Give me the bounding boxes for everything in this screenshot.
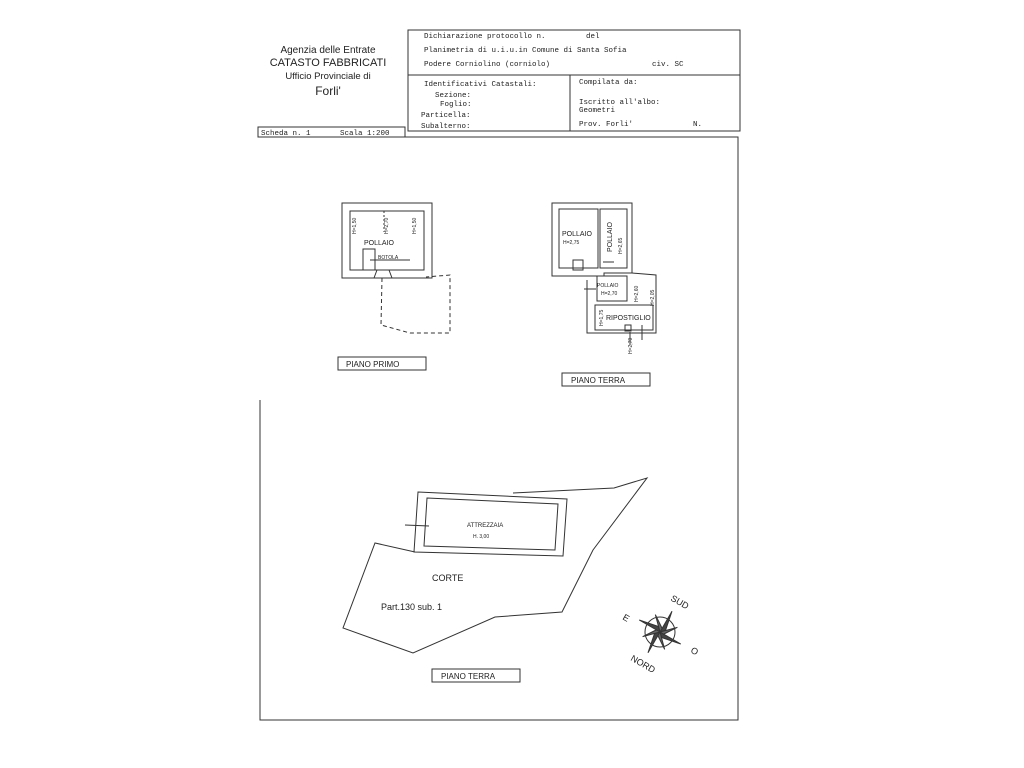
height-label: H=2,70 [601,291,617,297]
iscritto-label: Iscritto all'albo: [579,99,660,107]
piano-terra-label: PIANO TERRA [441,672,496,681]
compass-sud-label: SUD [669,593,691,611]
label-box-piano-primo [337,356,427,371]
room-label: POLLAIO [364,240,395,247]
height-label: H=1,75 [599,310,605,326]
height-label: H=2,60 [634,286,640,302]
prov-label: Prov. Forli' [579,121,633,129]
height-label: H=2,65 [618,238,624,254]
compass-o-label: O [689,645,700,657]
header-box [407,29,741,132]
city-label: Forli' [315,84,341,98]
scala-label: Scala 1:200 [340,130,390,138]
building-height-label: H. 3,00 [473,534,489,540]
office-header: Agenzia delle Entrate CATASTO FABBRICATI… [258,44,398,98]
subalterno-label: Subalterno: [421,123,471,131]
height-label: H=2,75 [563,240,579,246]
compass-e-label: E [621,612,631,624]
ufficio-label: Ufficio Provinciale di [285,71,371,82]
corte-label: CORTE [432,573,463,583]
drawing-frame [259,136,739,721]
civ-label: civ. SC [652,61,684,69]
particella-label: Part.130 sub. 1 [381,602,442,612]
n-label: N. [693,121,702,129]
piano-primo-label: PIANO PRIMO [346,360,399,369]
height-label: H=2,70 [628,338,634,354]
room-label: POLLAIO [562,231,593,238]
foglio-label: Foglio: [440,101,472,109]
scheda-label: Scheda n. 1 [261,130,311,138]
height-label: H=2,05 [650,290,656,306]
protocollo-label: Dichiarazione protocollo n. [424,33,546,41]
podere-label: Podere Corniolino (corniolo) [424,61,550,69]
compilata-label: Compilata da: [579,79,638,87]
piano-terra-label: PIANO TERRA [571,376,626,385]
building-label: ATTREZZAIA [467,523,503,529]
geometri-label: Geometri [579,107,616,115]
label-box-piano-terra-1 [561,372,651,387]
room-label: RIPOSTIGLIO [606,315,651,322]
height-label: H=1,50 [352,218,358,234]
height-label: H=2,70 [384,218,390,234]
compass-rose-icon [638,610,682,654]
planimetria-label: Planimetria di u.i.u.in Comune di Santa … [424,47,627,55]
room-label: POLLAIO [597,283,619,289]
catasto-title: CATASTO FABBRICATI [269,57,387,69]
del-label: del [586,33,600,41]
label-box-piano-terra-2 [431,668,521,683]
particella-label: Particella: [421,112,471,120]
agency-name: Agenzia delle Entrate [280,45,376,56]
identificativi-label: Identificativi Catastali: [424,81,537,89]
compass-nord-label: NORD [629,653,657,675]
room-label: POLLAIO [607,221,614,252]
height-label: H=1,50 [412,218,418,234]
botola-label: BOTOLA [378,255,399,261]
sezione-label: Sezione: [435,92,471,100]
scheda-box [257,126,406,138]
